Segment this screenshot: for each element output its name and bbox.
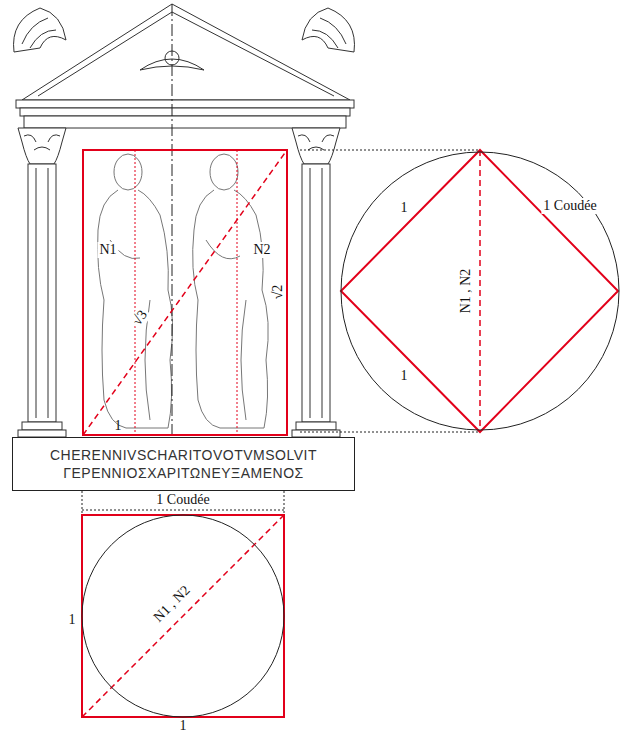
- dimension-label: N1 , N2: [458, 267, 474, 316]
- dimension-label: 1: [67, 612, 78, 628]
- dimension-label: 1 Coudée: [154, 492, 211, 508]
- dimension-label: 1: [178, 718, 189, 734]
- inscription-line: CHERENNIVSCHARITOVOTVMSOLVIT: [50, 446, 317, 464]
- dimension-label: √2: [270, 283, 286, 302]
- dimension-label: N1 , N2: [149, 581, 195, 627]
- dimension-label: 1: [113, 418, 124, 434]
- dimension-label: 1: [399, 200, 410, 216]
- figure-label: N2: [251, 242, 272, 258]
- inscription-line: ΓΕΡΕΝΝΙΟΣΧΑΡΙΤΩΝΕΥΞΑΜΕΝΟΣ: [63, 464, 303, 482]
- dimension-label: 1: [399, 368, 410, 384]
- dimension-label: 1 Coudée: [541, 198, 598, 214]
- inscription-plinth: CHERENNIVSCHARITOVOTVMSOLVITΓΕΡΕΝΝΙΟΣΧΑΡ…: [12, 437, 355, 491]
- figure-label: N1: [97, 242, 118, 258]
